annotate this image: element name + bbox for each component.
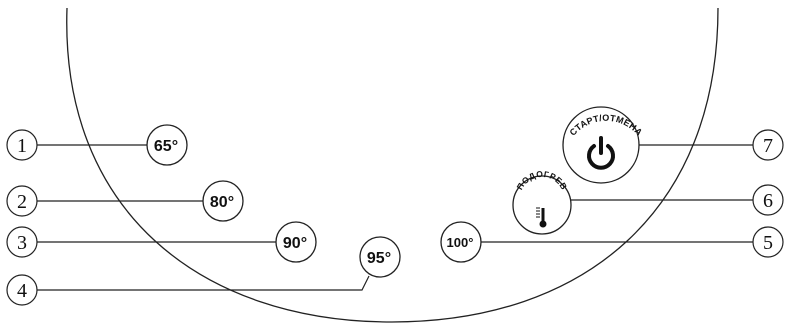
- callout-4: 4: [6, 274, 38, 306]
- temp-90-button[interactable]: 90°: [275, 221, 317, 263]
- svg-text:80°: 80°: [210, 194, 234, 211]
- temp-95-button[interactable]: 95°: [359, 236, 401, 278]
- temp-80-button[interactable]: 80°: [202, 180, 244, 222]
- warm-button[interactable]: ПОДОГРЕВ: [512, 169, 572, 235]
- leader-lines: [37, 144, 753, 291]
- svg-text:95°: 95°: [367, 250, 391, 267]
- temp-100-button[interactable]: 100°: [440, 221, 482, 263]
- callout-7: 7: [752, 129, 784, 161]
- svg-text:6: 6: [763, 190, 773, 212]
- temp-65-button[interactable]: 65°: [146, 124, 188, 166]
- svg-text:2: 2: [17, 191, 27, 213]
- thermometer-icon: [536, 207, 547, 228]
- svg-text:90°: 90°: [283, 235, 307, 252]
- callout-2: 2: [6, 185, 38, 217]
- callout-1: 1: [6, 129, 38, 161]
- svg-text:100°: 100°: [447, 235, 474, 250]
- power-icon: [587, 136, 615, 170]
- callout-5: 5: [752, 226, 784, 258]
- panel-outline: [66, 7, 719, 323]
- callout-3: 3: [6, 226, 38, 258]
- svg-text:3: 3: [17, 232, 27, 254]
- svg-text:1: 1: [17, 135, 27, 157]
- start-cancel-button[interactable]: СТАРТ/ОТМЕНА: [562, 106, 645, 184]
- svg-text:7: 7: [763, 135, 773, 157]
- svg-text:4: 4: [17, 280, 27, 302]
- svg-text:5: 5: [763, 232, 773, 254]
- callout-6: 6: [752, 184, 784, 216]
- svg-text:65°: 65°: [154, 138, 178, 155]
